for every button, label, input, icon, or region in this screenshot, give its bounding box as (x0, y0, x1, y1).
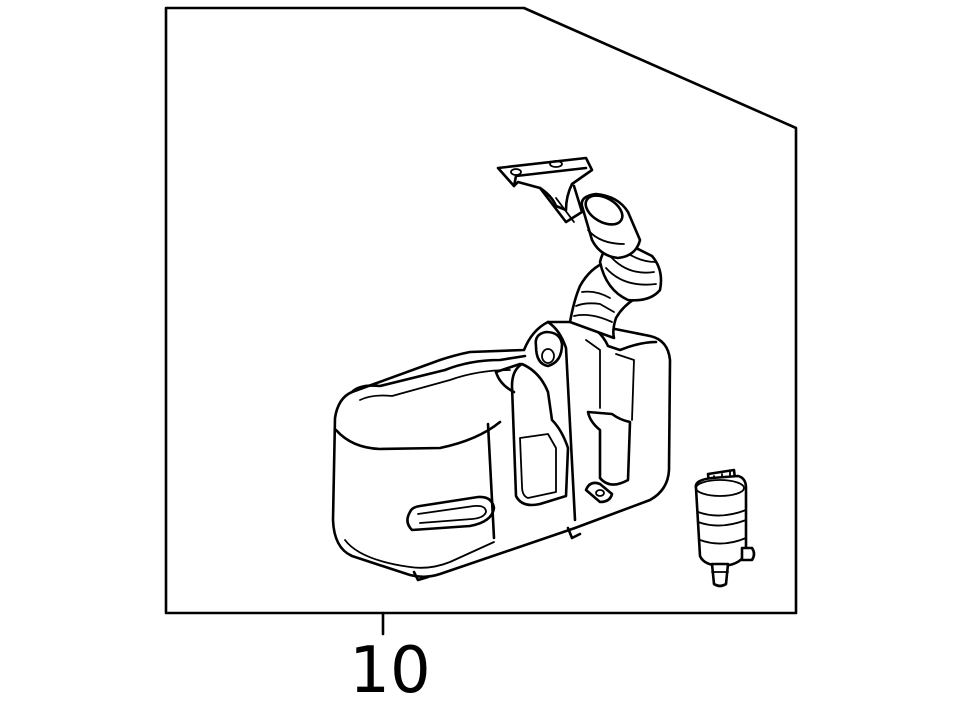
washer-pump (694, 468, 756, 588)
callout-number: 10 (349, 634, 431, 708)
diagram-frame (164, 6, 798, 615)
filler-neck-hose (568, 192, 663, 340)
mounting-bracket (496, 156, 594, 224)
washer-fluid-reservoir (331, 320, 672, 582)
